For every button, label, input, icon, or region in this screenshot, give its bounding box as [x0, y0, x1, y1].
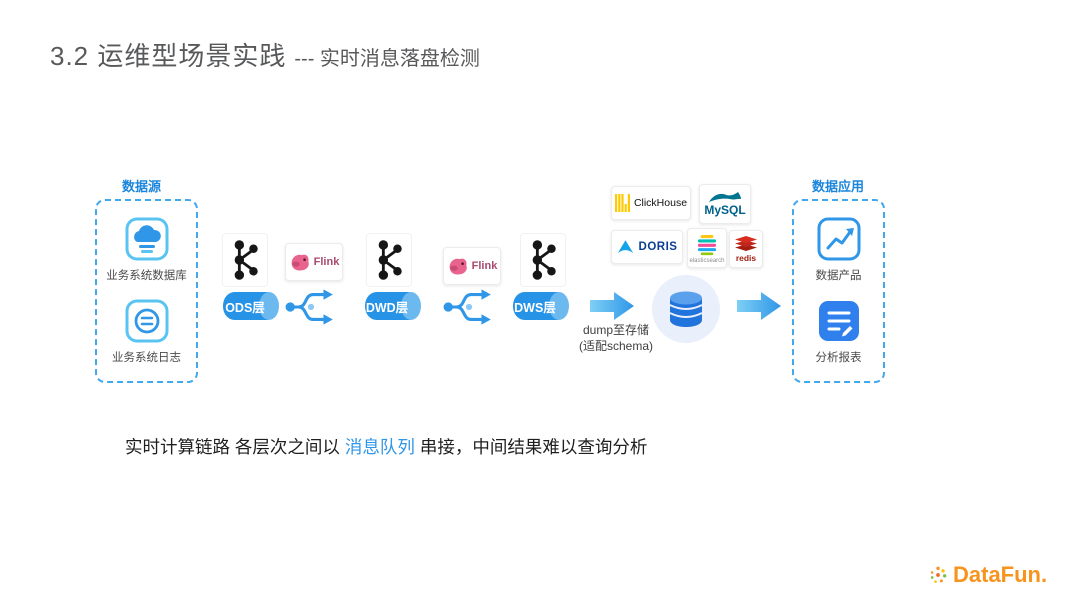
database-cylinder-icon	[652, 275, 720, 343]
flow-arrow-icon	[737, 292, 781, 320]
redis-icon	[735, 236, 757, 251]
footer-note: 实时计算链路 各层次之间以消息队列串接，中间结果难以查询分析	[125, 434, 647, 459]
brand-name: DataFun.	[953, 562, 1048, 587]
layer-pill-dwd: DWD层	[364, 291, 422, 321]
data-stream-icon	[285, 289, 333, 325]
doris-card: DORIS	[611, 230, 683, 264]
flink-label: Flink	[313, 256, 340, 268]
brand-logo: DataFun.	[928, 562, 1047, 588]
clickhouse-card: ClickHouse	[611, 186, 691, 220]
elasticsearch-card: elasticsearch	[687, 228, 727, 268]
dump-caption: dump至存储 (适配schema)	[570, 322, 662, 354]
doris-label: DORIS	[638, 241, 678, 253]
title-main: 3.2 运维型场景实践	[50, 41, 287, 71]
layer-pill-dws: DWS层	[512, 291, 570, 321]
app-item-label: 数据产品	[815, 270, 862, 282]
app-box: 数据产品 分析报表	[792, 199, 885, 383]
flow-arrow-icon	[590, 292, 634, 320]
dump-caption-line1: dump至存储	[582, 323, 650, 337]
elasticsearch-label: elasticsearch	[689, 257, 725, 264]
app-box-label: 数据应用	[812, 179, 865, 194]
footer-highlight: 消息队列	[344, 437, 415, 457]
source-item-database: 业务系统数据库	[106, 217, 187, 283]
kafka-card-2	[366, 233, 412, 287]
kafka-card-3	[520, 233, 566, 287]
cloud-database-icon	[125, 217, 168, 261]
data-stream-icon	[443, 289, 491, 325]
source-item-label: 业务系统数据库	[106, 270, 187, 282]
app-item-report: 分析报表	[816, 299, 862, 365]
source-box-label: 数据源	[122, 179, 162, 194]
system-log-icon	[125, 299, 168, 343]
kafka-icon	[532, 240, 556, 280]
data-product-icon	[817, 217, 860, 261]
redis-card: redis	[729, 230, 763, 268]
doris-icon	[617, 240, 633, 253]
dump-caption-line2: (适配schema)	[578, 339, 653, 353]
footer-prefix: 实时计算链路 各层次之间以	[125, 437, 340, 457]
flink-squirrel-icon	[291, 254, 309, 271]
elasticsearch-icon	[697, 234, 717, 255]
app-item-label: 分析报表	[815, 352, 862, 364]
footer-suffix: 串接，中间结果难以查询分析	[419, 437, 648, 457]
redis-label: redis	[735, 253, 757, 263]
flink-card-2: Flink	[443, 247, 501, 285]
layer-pill-ods: ODS层	[222, 291, 280, 321]
mysql-label: MySQL	[704, 203, 746, 217]
cylinder-shape	[513, 292, 569, 320]
layer-label: ODS层	[225, 300, 265, 315]
clickhouse-icon	[614, 194, 630, 212]
clickhouse-label: ClickHouse	[633, 197, 688, 209]
kafka-icon	[234, 240, 258, 280]
layer-label: DWD层	[365, 300, 409, 315]
cylinder-shape	[223, 292, 279, 320]
source-item-log: 业务系统日志	[112, 299, 181, 365]
report-icon	[818, 301, 859, 341]
cylinder-shape	[365, 292, 421, 320]
kafka-icon	[378, 240, 402, 280]
app-item-product: 数据产品	[816, 217, 862, 283]
flink-card-1: Flink	[285, 243, 343, 281]
page-title: 3.2 运维型场景实践 --- 实时消息落盘检测	[50, 36, 480, 73]
source-item-label: 业务系统日志	[112, 352, 181, 364]
source-box: 业务系统数据库 业务系统日志	[95, 199, 198, 383]
mysql-card: MySQL	[699, 184, 751, 224]
title-sub: --- 实时消息落盘检测	[294, 48, 480, 70]
datafun-starburst-icon	[930, 566, 947, 583]
kafka-card-1	[222, 233, 268, 287]
flink-label: Flink	[471, 260, 498, 272]
flink-squirrel-icon	[449, 258, 467, 275]
layer-label: DWS层	[514, 300, 556, 315]
mysql-dolphin-icon	[709, 192, 741, 202]
